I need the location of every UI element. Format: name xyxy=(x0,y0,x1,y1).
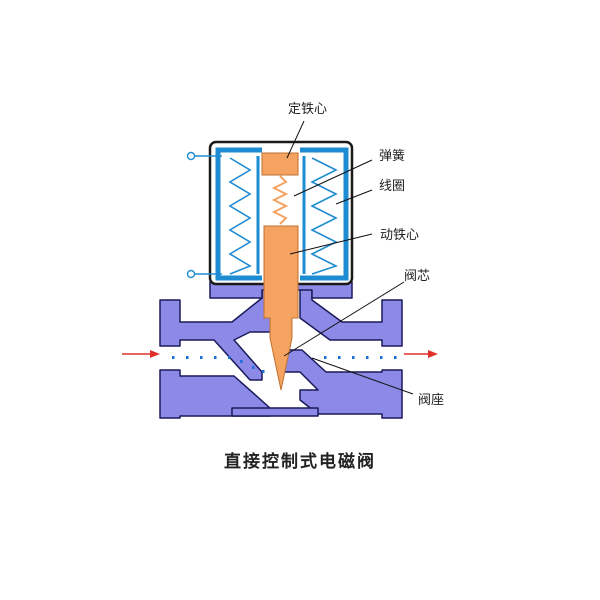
flow-dot xyxy=(172,356,175,359)
valve-body-bottom xyxy=(231,407,319,417)
coil-winding-left xyxy=(228,157,252,275)
flow-dot xyxy=(352,356,355,359)
coil-frame-left xyxy=(215,147,262,281)
leader-spring xyxy=(293,159,373,197)
valve-body-right-upper xyxy=(299,287,403,347)
flow-dot xyxy=(240,360,243,363)
leader-lines xyxy=(283,120,414,395)
valve-body xyxy=(159,287,403,419)
label-moving-core: 动铁心 xyxy=(380,228,419,243)
flow-dot xyxy=(262,370,265,373)
label-fixed-core: 定铁心 xyxy=(288,102,327,117)
leader-fixed-core xyxy=(286,120,305,159)
spring xyxy=(271,175,289,225)
terminal-top xyxy=(186,151,222,161)
label-spring: 弹簧 xyxy=(379,148,405,164)
flow-dot xyxy=(252,366,255,369)
flow-dot xyxy=(186,356,189,359)
leader-coil xyxy=(335,189,373,205)
coil-winding-right xyxy=(310,157,339,275)
flow-dot xyxy=(324,356,327,359)
terminal-bottom xyxy=(186,269,222,279)
diagram-caption: 直接控制式电磁阀 xyxy=(224,451,376,472)
flow-dot xyxy=(338,356,341,359)
flow-dot xyxy=(200,356,203,359)
flow-dot xyxy=(394,356,397,359)
fixed-core xyxy=(261,152,299,176)
label-valve-seat: 阀座 xyxy=(418,393,444,408)
label-coil: 线圈 xyxy=(379,179,405,194)
flow-dot xyxy=(380,356,383,359)
moving-core xyxy=(263,225,299,391)
outlet-arrow xyxy=(404,350,438,358)
label-valve-core: 阀芯 xyxy=(404,269,430,284)
leader-moving-core xyxy=(289,233,373,255)
flow-dot xyxy=(214,356,217,359)
flow-dots xyxy=(172,356,397,373)
valve-body-upper xyxy=(159,287,273,381)
leader-valve-core xyxy=(283,281,405,357)
inlet-arrow xyxy=(122,350,160,358)
flow-dot xyxy=(228,356,231,359)
flow-dot xyxy=(366,356,369,359)
leader-valve-seat xyxy=(311,357,414,395)
valve-seat-body xyxy=(277,349,403,419)
coil-frame-right xyxy=(300,147,349,281)
